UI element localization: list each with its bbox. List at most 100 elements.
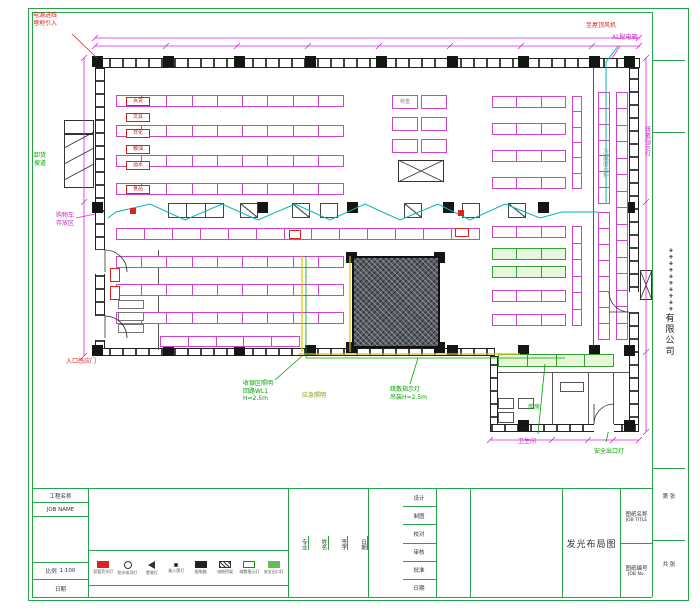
shelf-cell <box>493 151 518 161</box>
shelf-cell <box>319 126 343 136</box>
shelf-unit <box>492 266 566 278</box>
shelf-unit <box>598 212 610 340</box>
shelf-cell <box>617 109 627 126</box>
shelf-cell <box>617 142 627 159</box>
shelf-cell <box>617 258 627 275</box>
shelf-cell <box>193 285 218 295</box>
fixture-box: 文具 <box>126 113 150 122</box>
shelf-cell <box>217 337 245 346</box>
annotation-label: 购物车 存放区 <box>56 212 75 227</box>
fixture-box <box>292 203 310 218</box>
shelf-cell <box>517 178 542 188</box>
fixture-box <box>392 139 418 153</box>
shelf-cell <box>424 229 453 239</box>
shelf-unit <box>492 314 566 326</box>
shelf-cell <box>573 112 581 128</box>
strip-divider <box>653 540 685 541</box>
partition-line <box>158 250 159 350</box>
structural-column <box>624 56 635 67</box>
structural-column <box>447 345 458 356</box>
signature-column: 签字 <box>329 536 349 550</box>
shelf-cell <box>573 158 581 174</box>
shelf-unit <box>498 354 614 367</box>
shelf-cell <box>599 261 609 277</box>
fixture-box <box>421 95 447 109</box>
annotation-label: 卫生间 <box>518 438 537 445</box>
fixture-box <box>508 203 526 218</box>
shelf-cell <box>193 156 218 166</box>
shelf-cell <box>167 156 193 166</box>
shelf-cell <box>542 124 565 134</box>
annotation-label: 卸货 坡道 <box>34 152 47 167</box>
structural-column <box>305 345 316 356</box>
shelf-cell <box>229 229 257 239</box>
shelf-cell <box>573 97 581 113</box>
approval-row: 审核 <box>402 543 437 562</box>
shelf-cell <box>187 204 206 217</box>
shelf-cell <box>517 124 542 134</box>
legend-symbol-triangle-icon <box>148 560 156 569</box>
structural-column <box>305 56 316 67</box>
fixture-box <box>118 312 144 321</box>
annotation-label: 应急照明 <box>302 392 327 399</box>
fixture-box <box>462 203 480 218</box>
shelf-cell <box>294 126 319 136</box>
shelf-cell <box>617 291 627 308</box>
shelf-cell <box>285 229 313 239</box>
fixture-box <box>110 286 120 300</box>
shelf-cell <box>493 97 518 107</box>
shelf-cell <box>294 156 319 166</box>
shelf-cell <box>617 93 627 110</box>
partition-line <box>498 372 629 373</box>
approval-row: 批准 <box>402 561 437 580</box>
shelf-unit <box>572 96 582 189</box>
fixture-box: 百货 <box>126 97 150 106</box>
structural-column <box>163 345 174 356</box>
shelf-cell <box>319 96 343 106</box>
shelf-cell <box>244 337 273 346</box>
structural-column <box>624 202 635 213</box>
signature-column: 姓名 <box>309 536 329 550</box>
fixture-box: 称重 <box>392 95 418 109</box>
shelf-unit <box>492 123 566 135</box>
shelf-cell <box>493 291 518 301</box>
structural-column <box>234 56 245 67</box>
shelf-unit <box>492 177 566 189</box>
shelf-unit <box>492 226 566 238</box>
shelf-cell <box>189 337 217 346</box>
shelf-cell <box>167 285 193 295</box>
legend-symbol-dot-icon <box>174 562 179 567</box>
approval-row: 制图 <box>402 507 437 526</box>
legend-label: 双管荧光灯 <box>93 569 114 575</box>
shelf-cell <box>117 257 143 267</box>
fixture-box <box>289 230 301 239</box>
sheet-number: 第 张 <box>662 494 676 500</box>
structural-column <box>376 56 387 67</box>
fixture-box <box>498 398 514 409</box>
fixture-box <box>421 139 447 153</box>
shelf-cell <box>517 249 542 259</box>
drawing-no-cell: 图纸编号 JOB No. <box>620 544 652 598</box>
sheet-total: 共 张 <box>662 562 676 568</box>
shelf-cell <box>599 93 609 109</box>
fixture-box <box>498 412 514 423</box>
shelf-unit <box>116 284 344 296</box>
shelf-unit <box>616 92 628 340</box>
shelf-cell <box>173 229 201 239</box>
annotation-label: 收银区照明 回路WL1 H=2.5m <box>243 380 274 402</box>
fixture-box <box>110 268 120 282</box>
annotation-label: 入口感应门 <box>66 358 97 365</box>
legend-item: 双管荧光灯 <box>91 561 115 574</box>
strip-divider <box>653 60 685 61</box>
shelf-cell <box>542 291 565 301</box>
structural-column <box>92 56 103 67</box>
shelf-cell <box>517 227 542 237</box>
company-strip: **********有限公司 第 张 共 张 <box>652 12 685 597</box>
structural-column <box>347 202 358 213</box>
annotation-label: 安全出口灯 <box>594 448 625 455</box>
signature-column: 日期 <box>348 536 368 550</box>
shelf-unit <box>116 95 344 107</box>
shelf-cell <box>319 184 343 194</box>
shelf-cell <box>294 313 319 323</box>
